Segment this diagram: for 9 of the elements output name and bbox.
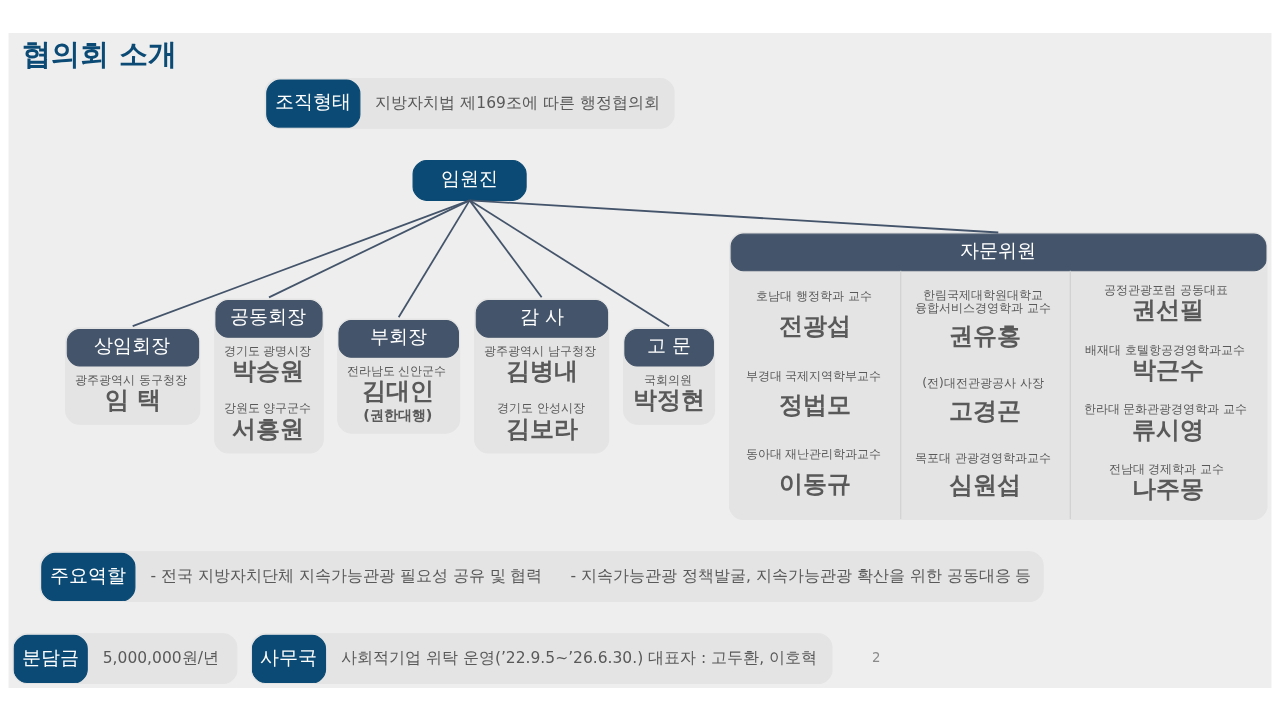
connector [468, 198, 543, 298]
connector [468, 198, 670, 327]
diagram-title: 협의회 소개 [21, 36, 177, 71]
node-box: 임원진 [412, 159, 527, 201]
label: 2 [872, 649, 881, 665]
connector [397, 198, 471, 318]
connector [468, 198, 1000, 233]
connector [131, 198, 471, 327]
connector [268, 198, 471, 298]
